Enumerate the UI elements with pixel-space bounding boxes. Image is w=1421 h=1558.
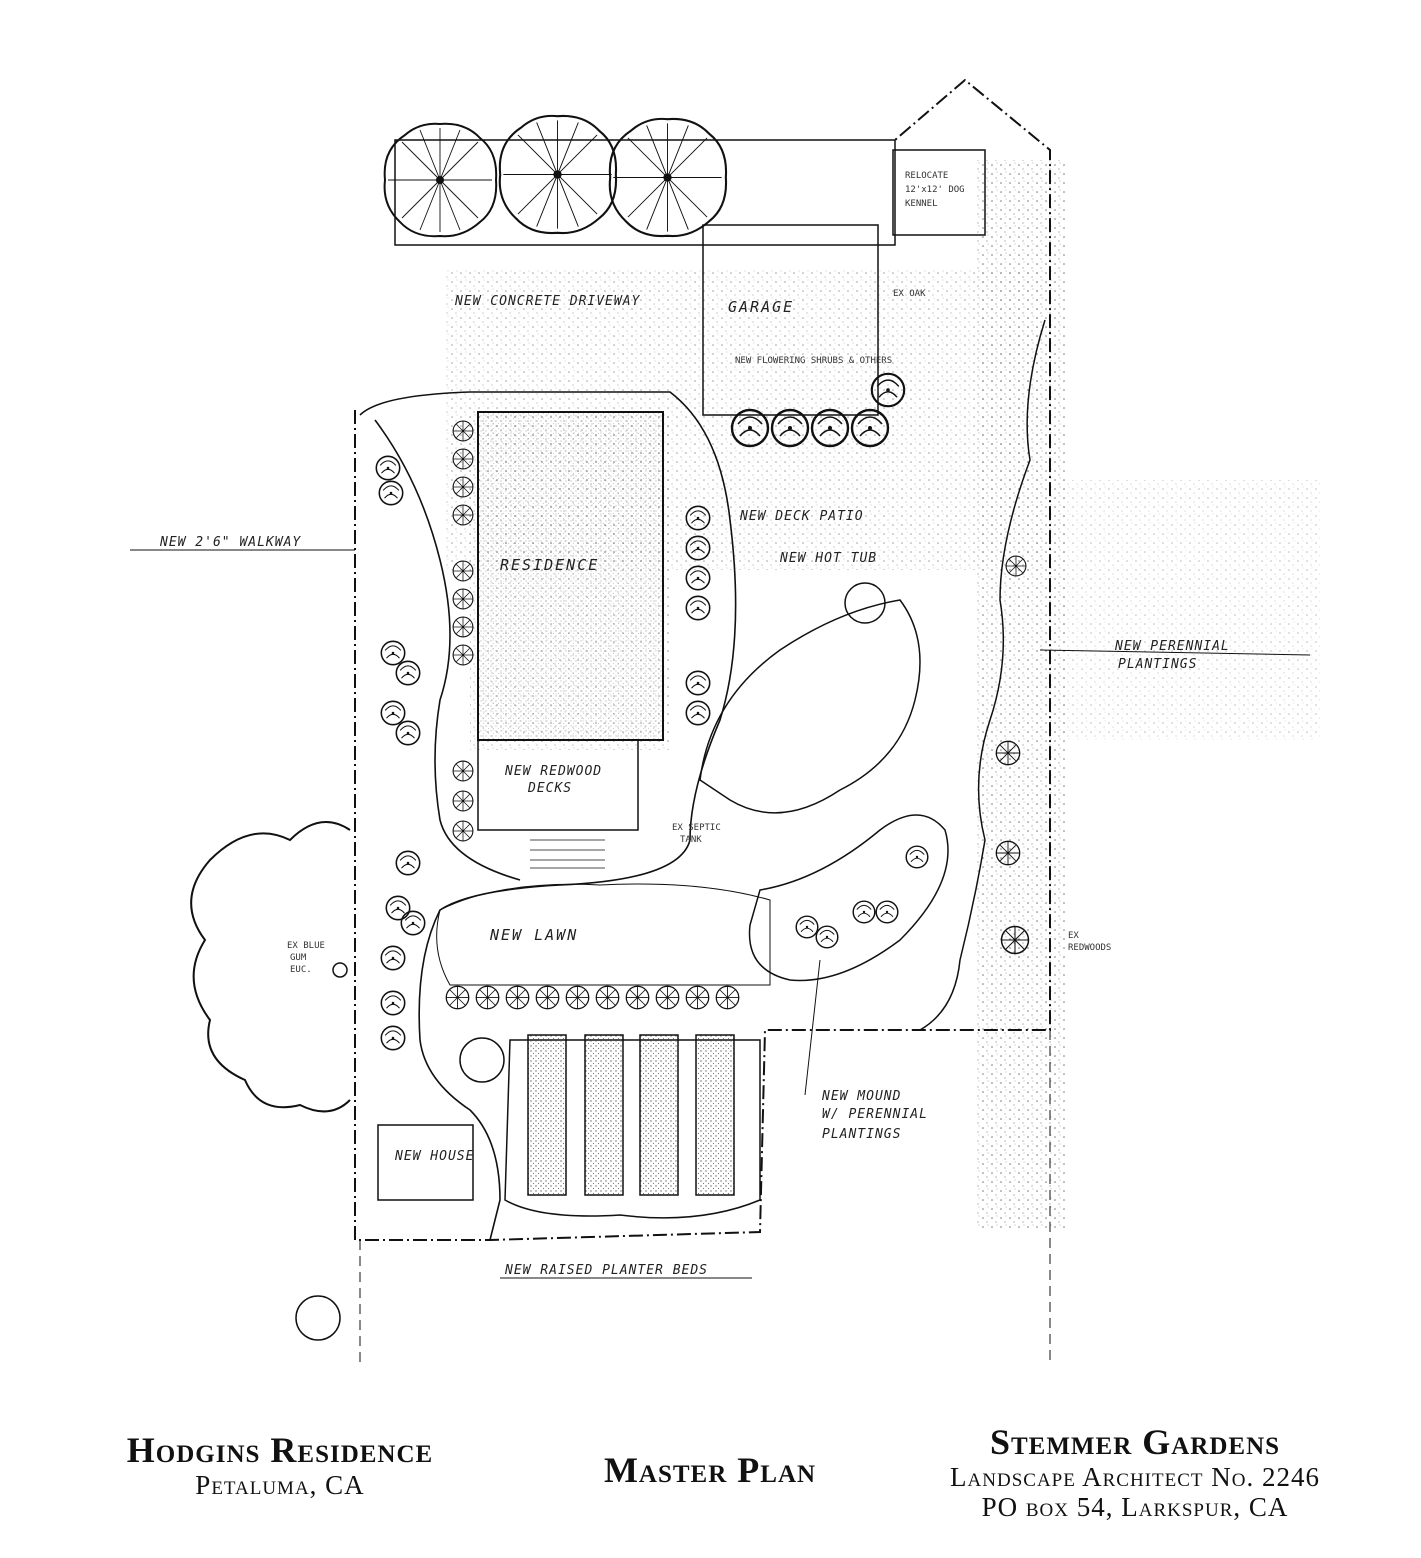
kennel-label-3: KENNEL <box>905 199 938 209</box>
project-location: Petaluma, CA <box>195 1470 365 1500</box>
firm-title-block: Stemmer Gardens Landscape Architect No. … <box>920 1422 1350 1522</box>
sheet-title-block: Master Plan <box>560 1450 860 1490</box>
perennial-label-2: PLANTINGS <box>1118 657 1197 672</box>
blue-gum-label-3: EUC. <box>290 965 312 975</box>
project-title-block: Hodgins Residence Petaluma, CA <box>90 1430 470 1500</box>
mound-label-3: PLANTINGS <box>822 1127 901 1142</box>
septic-label-2: TANK <box>680 835 702 845</box>
blue-gum-canopy <box>190 821 351 1113</box>
master-plan-drawing: RELOCATE 12'x12' DOG KENNEL GARAGE NEW F… <box>130 78 1320 1365</box>
walkway-path <box>359 391 737 1241</box>
sheet-title: Master Plan <box>603 1450 817 1490</box>
raised-planter-beds <box>459 1034 761 1219</box>
residence-building: RESIDENCE <box>477 411 664 741</box>
garage-structure: GARAGE NEW FLOWERING SHRUBS & OTHERS <box>702 224 892 416</box>
blue-gum-label-2: GUM <box>290 953 307 963</box>
left-border-shrubs <box>375 455 426 1051</box>
perennial-drift <box>919 319 1046 1031</box>
project-name: Hodgins Residence <box>126 1430 434 1470</box>
hot-tub <box>844 582 886 624</box>
perennial-mound <box>748 814 949 982</box>
property-line <box>354 78 1051 1241</box>
firm-license: Landscape Architect No. 2246 <box>950 1462 1320 1492</box>
patio-bed <box>699 599 921 814</box>
mound-label-2: W/ PERENNIAL <box>822 1107 928 1122</box>
kennel-label-2: 12'x12' DOG <box>905 185 965 195</box>
top-tree-row <box>383 114 896 246</box>
redwoods-label-2: REDWOODS <box>1068 943 1111 953</box>
ex-oak-label: EX OAK <box>893 289 926 299</box>
kennel-label-1: RELOCATE <box>905 171 948 181</box>
garage-label: GARAGE <box>728 298 794 316</box>
lawn-hedge <box>445 985 740 1010</box>
new-house-structure: NEW HOUSE <box>377 1124 474 1201</box>
septic-label-1: EX SEPTIC <box>672 823 721 833</box>
offsite-tree <box>295 1295 341 1341</box>
dog-kennel: RELOCATE 12'x12' DOG KENNEL <box>892 149 986 236</box>
redwoods-label-1: EX <box>1068 931 1079 941</box>
flowering-shrubs-label: NEW FLOWERING SHRUBS & OTHERS <box>735 356 892 366</box>
decks-label-2: DECKS <box>527 781 572 796</box>
firm-name: Stemmer Gardens <box>989 1422 1281 1462</box>
perennial-label-1: NEW PERENNIAL <box>1114 639 1230 654</box>
driveway-label: NEW CONCRETE DRIVEWAY <box>454 294 641 309</box>
house-label: NEW HOUSE <box>394 1149 474 1164</box>
blue-gum-label-1: EX BLUE <box>287 941 325 951</box>
hot-tub-label: NEW HOT TUB <box>779 551 877 566</box>
decks-label-1: NEW REDWOOD <box>504 764 602 779</box>
redwood-decks: NEW REDWOOD DECKS <box>477 739 639 869</box>
firm-address: PO box 54, Larkspur, CA <box>981 1492 1289 1522</box>
mound-label-1: NEW MOUND <box>821 1089 901 1104</box>
planter-beds-label: NEW RAISED PLANTER BEDS <box>504 1263 708 1278</box>
residence-label: RESIDENCE <box>500 556 599 574</box>
walkway-label: NEW 2'6" WALKWAY <box>159 535 301 550</box>
deck-patio-label: NEW DECK PATIO <box>739 509 864 524</box>
new-lawn: NEW LAWN <box>436 883 771 986</box>
lawn-label: NEW LAWN <box>489 926 578 944</box>
